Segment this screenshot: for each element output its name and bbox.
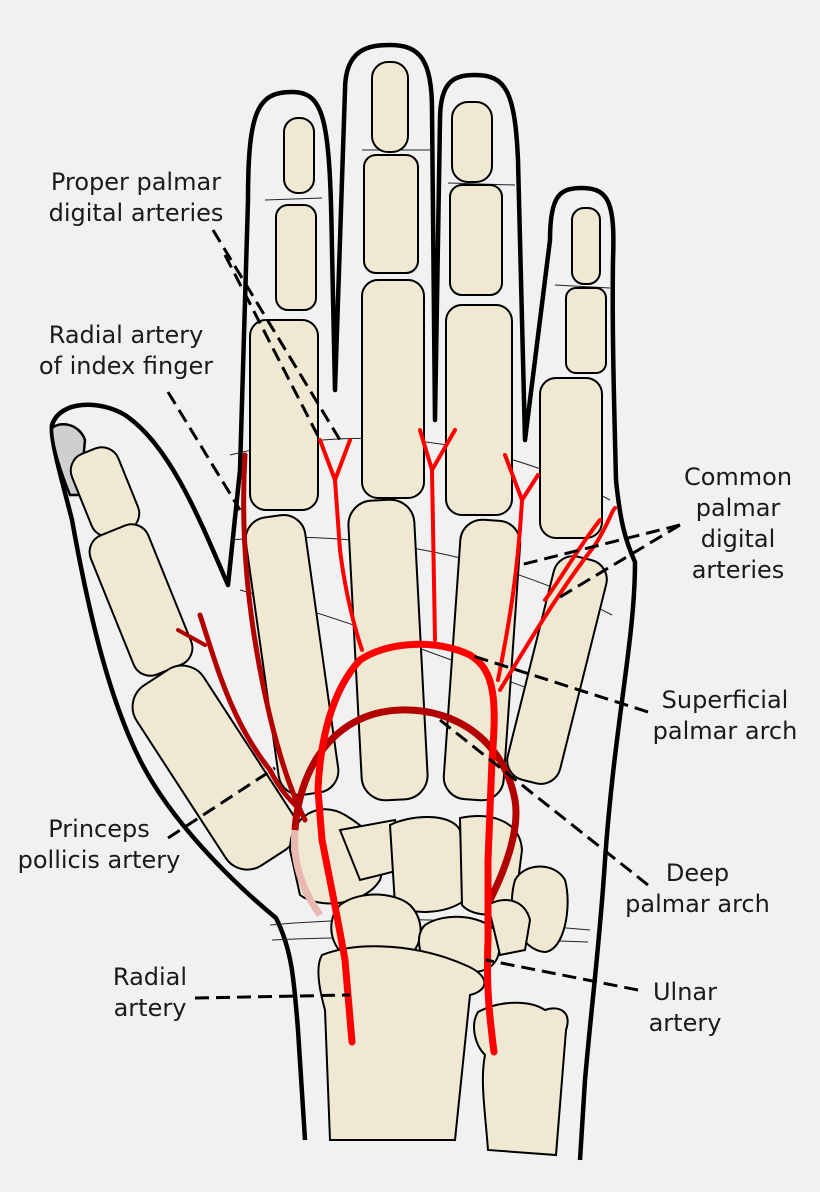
little-distal-phalanx [571, 207, 601, 285]
label-superficial-palmar-arch: Superficial palmar arch [640, 685, 810, 747]
middle-distal-phalanx [371, 61, 409, 153]
middle-proximal-phalanx [361, 279, 425, 499]
label-line: Superficial [661, 686, 789, 714]
superficial-palmar-arch [356, 640, 498, 1056]
label-line: palmar [695, 494, 781, 522]
thumb-branch [176, 628, 207, 647]
label-line: pollicis artery [17, 846, 181, 874]
index-distal-phalanx [283, 117, 315, 194]
label-line: Deep [665, 859, 730, 887]
label-line: palmar arch [625, 890, 770, 918]
label-line: Princeps [48, 815, 150, 843]
leader-common-palmar-2 [554, 523, 681, 602]
proper-digital-fork-2 [418, 428, 457, 472]
little-proximal-phalanx [539, 377, 603, 539]
label-line: Ulnar [652, 978, 718, 1006]
ring-middle-phalanx [449, 184, 503, 296]
label-line: digital arteries [48, 199, 224, 227]
label-line: artery [648, 1009, 722, 1037]
leader-common-palmar-1 [519, 523, 681, 567]
ring-proximal-phalanx [445, 304, 513, 516]
label-line: artery [113, 994, 187, 1022]
ulna [473, 1001, 569, 1157]
common-digital-artery-1 [333, 478, 364, 652]
leader-radial-index [166, 391, 242, 511]
little-middle-phalanx [565, 287, 607, 374]
ring-distal-phalanx [451, 101, 493, 183]
proper-digital-fork-3 [503, 453, 540, 502]
index-metacarpal [244, 514, 340, 796]
label-line: digital [700, 525, 776, 553]
leader-radial-artery [194, 993, 351, 1000]
superficial-arteries [314, 428, 617, 1056]
label-line: of index finger [38, 352, 214, 380]
index-proximal-phalanx [249, 319, 319, 511]
index-middle-phalanx [275, 204, 317, 311]
thumb-metacarpal [131, 664, 298, 871]
label-line: palmar arch [652, 717, 798, 745]
middle-middle-phalanx [363, 154, 419, 274]
radial-index-artery [241, 452, 308, 823]
label-line: arteries [691, 556, 785, 584]
label-radial-artery: Radial artery [95, 962, 205, 1024]
label-radial-artery-of-index-finger: Radial artery of index finger [16, 320, 236, 382]
princeps-pollicis-artery [197, 612, 303, 813]
proper-digital-fork-1 [318, 438, 352, 482]
radius [317, 945, 486, 1141]
leader-proper-palmar-2 [223, 254, 322, 441]
little-finger-branch [543, 518, 602, 602]
capitate [388, 816, 467, 913]
leader-superficial-arch [469, 653, 649, 714]
label-common-palmar-digital-arteries: Common palmar digital arteries [668, 462, 808, 586]
label-line: Common [683, 463, 793, 491]
triquetrum [486, 899, 532, 957]
leader-lines [166, 229, 681, 1000]
label-line: Proper palmar [50, 168, 222, 196]
label-line: Radial artery [48, 321, 204, 349]
common-digital-artery-2 [430, 468, 437, 642]
label-deep-palmar-arch: Deep palmar arch [610, 858, 785, 920]
label-line: Radial [112, 963, 188, 991]
label-princeps-pollicis-artery: Princeps pollicis artery [4, 814, 194, 876]
common-digital-artery-3 [496, 498, 524, 682]
label-ulnar-artery: Ulnar artery [630, 977, 740, 1039]
leader-princeps [167, 766, 276, 840]
leader-deep-arch [439, 718, 649, 887]
common-digital-artery-4 [498, 506, 617, 692]
bones [69, 61, 608, 1157]
leader-ulnar-artery [485, 958, 639, 992]
label-proper-palmar-digital-arteries: Proper palmar digital arteries [26, 167, 246, 229]
radial-artery [314, 656, 364, 1046]
